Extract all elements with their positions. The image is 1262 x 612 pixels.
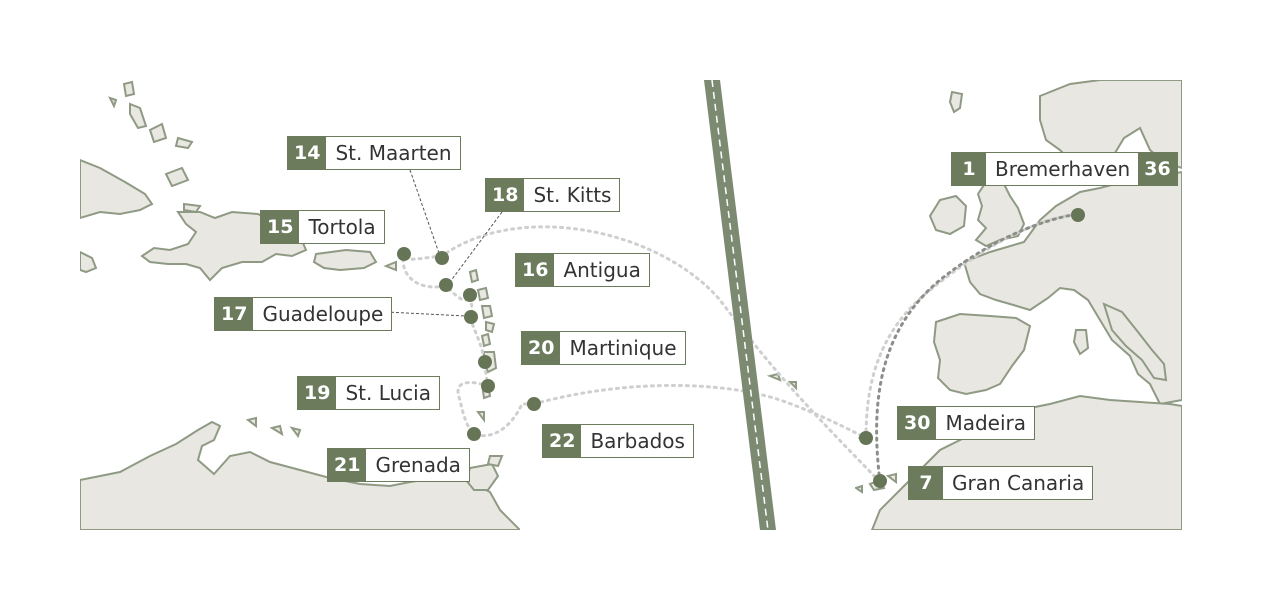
route-gran-canaria-caribbean <box>440 225 882 484</box>
scandinavia <box>1039 80 1182 170</box>
port-number: 15 <box>261 211 300 243</box>
label-gran-canaria: 7 Gran Canaria <box>908 466 1094 500</box>
port-name: St. Maarten <box>335 141 452 165</box>
marker-antigua <box>463 288 477 302</box>
port-name: Martinique <box>569 336 677 360</box>
great-britain <box>974 174 1026 248</box>
port-name: Grenada <box>375 453 461 477</box>
port-name: Tortola <box>308 215 376 239</box>
cuba <box>80 158 154 220</box>
antilles-6 <box>480 332 492 348</box>
marker-barbados <box>527 397 541 411</box>
port-name: Madeira <box>945 411 1026 435</box>
marker-martinique <box>478 355 492 369</box>
port-name: St. Lucia <box>345 381 431 405</box>
azores-1 <box>766 372 782 382</box>
label-martinique: 20 Martinique <box>521 331 686 365</box>
label-tortola: 15 Tortola <box>260 210 385 244</box>
marker-madeira <box>859 431 873 445</box>
iberia <box>932 312 1032 396</box>
ireland <box>928 194 968 236</box>
atlantic-divider <box>704 80 776 530</box>
europe-africa-land <box>855 80 1182 530</box>
island-small-3 <box>245 416 257 428</box>
azores-2 <box>787 381 797 391</box>
bahamas-7 <box>108 96 118 109</box>
iceland <box>948 90 964 114</box>
bahamas-2 <box>129 102 148 130</box>
leader-guadeloupe <box>385 311 467 317</box>
puerto-rico <box>312 248 378 272</box>
port-name: Bremerhaven <box>995 157 1131 181</box>
marker-tortola <box>397 247 411 261</box>
caribbean-land <box>80 80 520 530</box>
label-st-lucia: 19 St. Lucia <box>297 376 440 410</box>
port-name: Guadeloupe <box>262 302 384 326</box>
port-number: 14 <box>288 137 327 169</box>
port-number: 16 <box>516 254 555 286</box>
port-number: 17 <box>215 298 254 330</box>
antilles-5 <box>485 320 496 334</box>
route-gran-canaria-bremerhaven <box>875 212 1080 484</box>
label-bremerhaven: 1 Bremerhaven 36 <box>951 152 1178 186</box>
marker-st-kitts <box>439 278 453 292</box>
marker-gran-canaria <box>873 474 887 488</box>
jamaica <box>80 250 98 274</box>
marker-st-lucia <box>481 379 495 393</box>
marker-guadeloupe <box>464 310 478 324</box>
antilles-3 <box>476 286 490 302</box>
label-madeira: 30 Madeira <box>897 406 1035 440</box>
label-antigua: 16 Antigua <box>515 253 650 287</box>
label-barbados: 22 Barbados <box>542 424 694 458</box>
port-name: St. Kitts <box>533 183 612 207</box>
leader-st-maarten <box>409 169 441 257</box>
label-st-maarten: 14 St. Maarten <box>287 136 461 170</box>
port-number: 30 <box>898 407 937 439</box>
port-name: Barbados <box>590 429 685 453</box>
label-grenada: 21 Grenada <box>327 448 470 482</box>
bahamas-3 <box>148 122 168 144</box>
bahamas-6 <box>183 202 202 214</box>
bahamas-5 <box>164 166 190 188</box>
italy <box>1102 302 1168 382</box>
antilles-4 <box>480 305 494 320</box>
canary-3 <box>885 472 897 484</box>
port-markers <box>397 208 1085 488</box>
bahamas-4 <box>174 136 194 150</box>
leader-st-kitts <box>449 211 503 283</box>
port-name: Antigua <box>563 258 641 282</box>
atlantic-divider-dashes <box>711 79 769 531</box>
port-number: 22 <box>543 425 582 457</box>
port-number: 1 <box>952 153 986 185</box>
label-guadeloupe: 17 Guadeloupe <box>214 297 393 331</box>
port-number-return: 36 <box>1138 153 1177 185</box>
port-number: 21 <box>328 449 367 481</box>
port-number: 7 <box>909 467 943 499</box>
port-number: 20 <box>522 332 561 364</box>
bahamas-1 <box>122 80 136 98</box>
leader-lines <box>385 169 503 317</box>
antilles-1 <box>383 260 397 272</box>
sardinia <box>1072 329 1090 356</box>
antilles-9 <box>476 411 485 423</box>
port-number: 18 <box>486 179 525 211</box>
antilles-10 <box>486 455 504 468</box>
canary-2 <box>855 484 863 494</box>
island-small-1 <box>269 424 284 437</box>
port-number: 19 <box>298 377 337 409</box>
island-small-2 <box>289 426 302 439</box>
trinidad <box>464 462 500 491</box>
antilles-2 <box>468 268 480 284</box>
marker-grenada <box>467 427 481 441</box>
label-st-kitts: 18 St. Kitts <box>485 178 621 212</box>
marker-bremerhaven <box>1071 208 1085 222</box>
port-name: Gran Canaria <box>952 471 1085 495</box>
marker-st-maarten <box>435 251 449 265</box>
